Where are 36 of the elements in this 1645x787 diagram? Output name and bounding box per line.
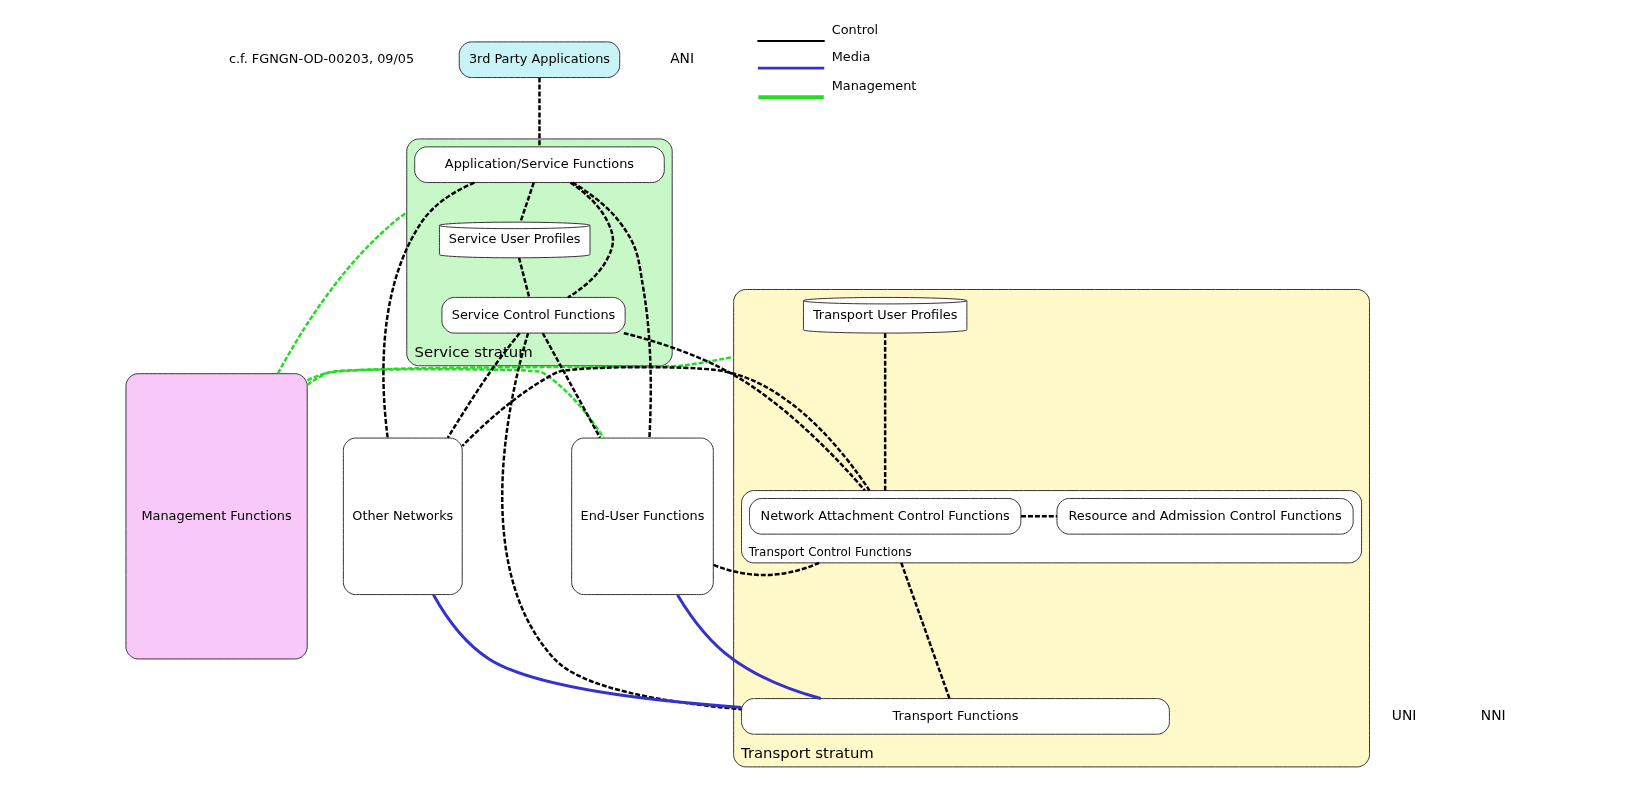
connector — [381, 181, 475, 438]
connector — [899, 562, 951, 699]
node-box: 3rd Party Applications — [458, 41, 620, 79]
connector — [1020, 515, 1057, 518]
node-box: Application/Service Functions — [413, 146, 665, 184]
connector — [460, 365, 871, 492]
label: ANI — [669, 50, 694, 67]
connector — [518, 182, 535, 223]
node-box: Management Functions — [124, 373, 308, 660]
connector — [517, 257, 530, 298]
connector — [623, 331, 866, 492]
connector — [446, 332, 521, 439]
legend-label: Media — [831, 49, 870, 65]
connector — [571, 181, 652, 438]
legend-label: Control — [831, 22, 878, 38]
label: c.f. FGNGN-OD-00203, 09/05 — [228, 51, 414, 67]
connector — [500, 333, 742, 711]
connector — [883, 333, 886, 491]
label: UNI — [1391, 707, 1416, 724]
connector — [306, 368, 604, 439]
connector — [566, 181, 614, 299]
node-box: Transport Functions — [740, 698, 1170, 735]
legend-label: Management — [831, 77, 916, 93]
connector — [675, 594, 821, 700]
node-box: Resource and Admission Control Functions — [1056, 498, 1354, 535]
connector — [306, 355, 734, 386]
connector — [541, 332, 601, 439]
connector — [537, 77, 541, 147]
label: NNI — [1480, 707, 1506, 724]
connector — [431, 594, 742, 709]
node-box: Network Attachment Control Functions — [748, 498, 1021, 535]
connector — [712, 561, 819, 577]
node-box: Other Networks — [342, 437, 463, 596]
node-box: End-User Functions — [570, 437, 714, 596]
connector — [276, 211, 407, 375]
node-box: Service Control Functions — [440, 296, 626, 334]
